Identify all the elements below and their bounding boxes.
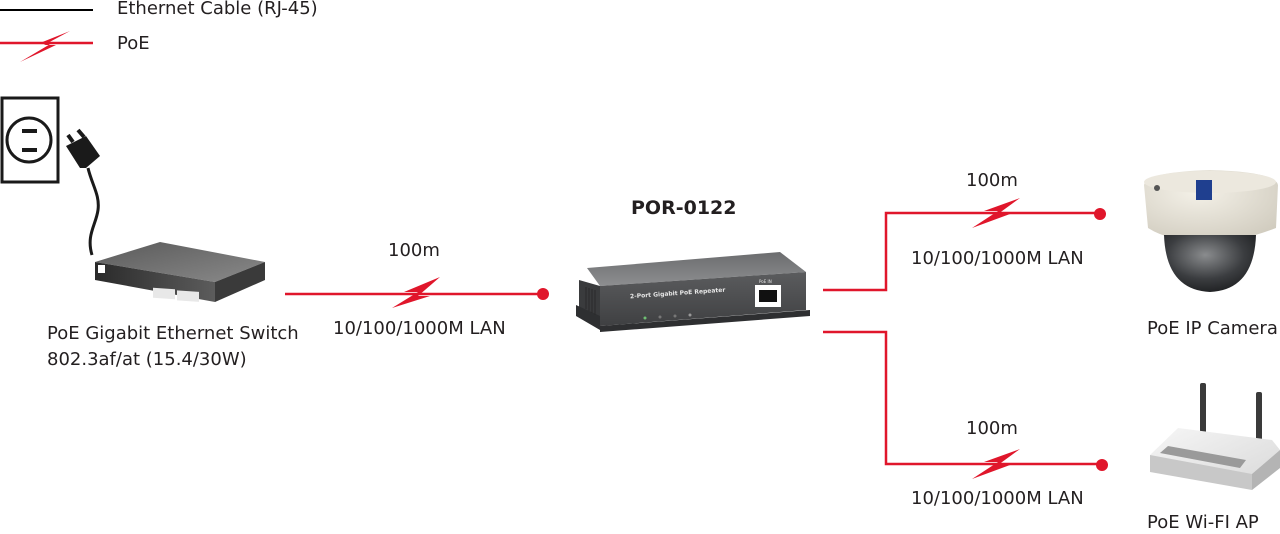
link-endpoint-dot	[1094, 208, 1106, 220]
poe-link-2	[823, 198, 1106, 292]
link-3-speed-label: 10/100/1000M LAN	[911, 488, 1084, 509]
link-endpoint-dot	[537, 288, 549, 300]
poe-link-3	[823, 330, 1108, 479]
poe-bolt-icon	[392, 277, 440, 308]
switch-name-label: PoE Gigabit Ethernet Switch	[47, 323, 299, 344]
poe-switch-device	[95, 242, 265, 302]
ap-name-label: PoE Wi-FI AP	[1147, 512, 1259, 533]
levelone-logo-icon	[1196, 180, 1212, 200]
poe-link-1	[285, 277, 549, 308]
wifi-ap-device	[1150, 383, 1280, 490]
repeater-model-title: POR-0122	[631, 197, 737, 219]
power-plug-icon	[66, 128, 100, 256]
poe-bolt-icon	[972, 449, 1020, 479]
wall-outlet-icon	[0, 96, 60, 184]
repeater-device	[576, 252, 810, 332]
link-2-distance-label: 100m	[966, 170, 1018, 191]
legend-poe-label: PoE	[117, 33, 150, 54]
link-3-distance-label: 100m	[966, 418, 1018, 439]
link-1-speed-label: 10/100/1000M LAN	[333, 318, 506, 339]
switch-ports	[153, 287, 199, 302]
link-1-distance-label: 100m	[388, 240, 440, 261]
legend-poe-bolt-icon	[0, 31, 93, 62]
legend-ethernet-label: Ethernet Cable (RJ-45)	[117, 0, 318, 19]
link-endpoint-dot	[1096, 459, 1108, 471]
levelone-logo-icon	[98, 265, 105, 273]
ip-camera-device	[1144, 170, 1278, 292]
repeater-port-label: PoE IN	[759, 279, 772, 284]
switch-spec-label: 802.3af/at (15.4/30W)	[47, 349, 247, 370]
camera-name-label: PoE IP Camera	[1147, 318, 1278, 339]
link-2-speed-label: 10/100/1000M LAN	[911, 248, 1084, 269]
poe-bolt-icon	[972, 198, 1020, 228]
